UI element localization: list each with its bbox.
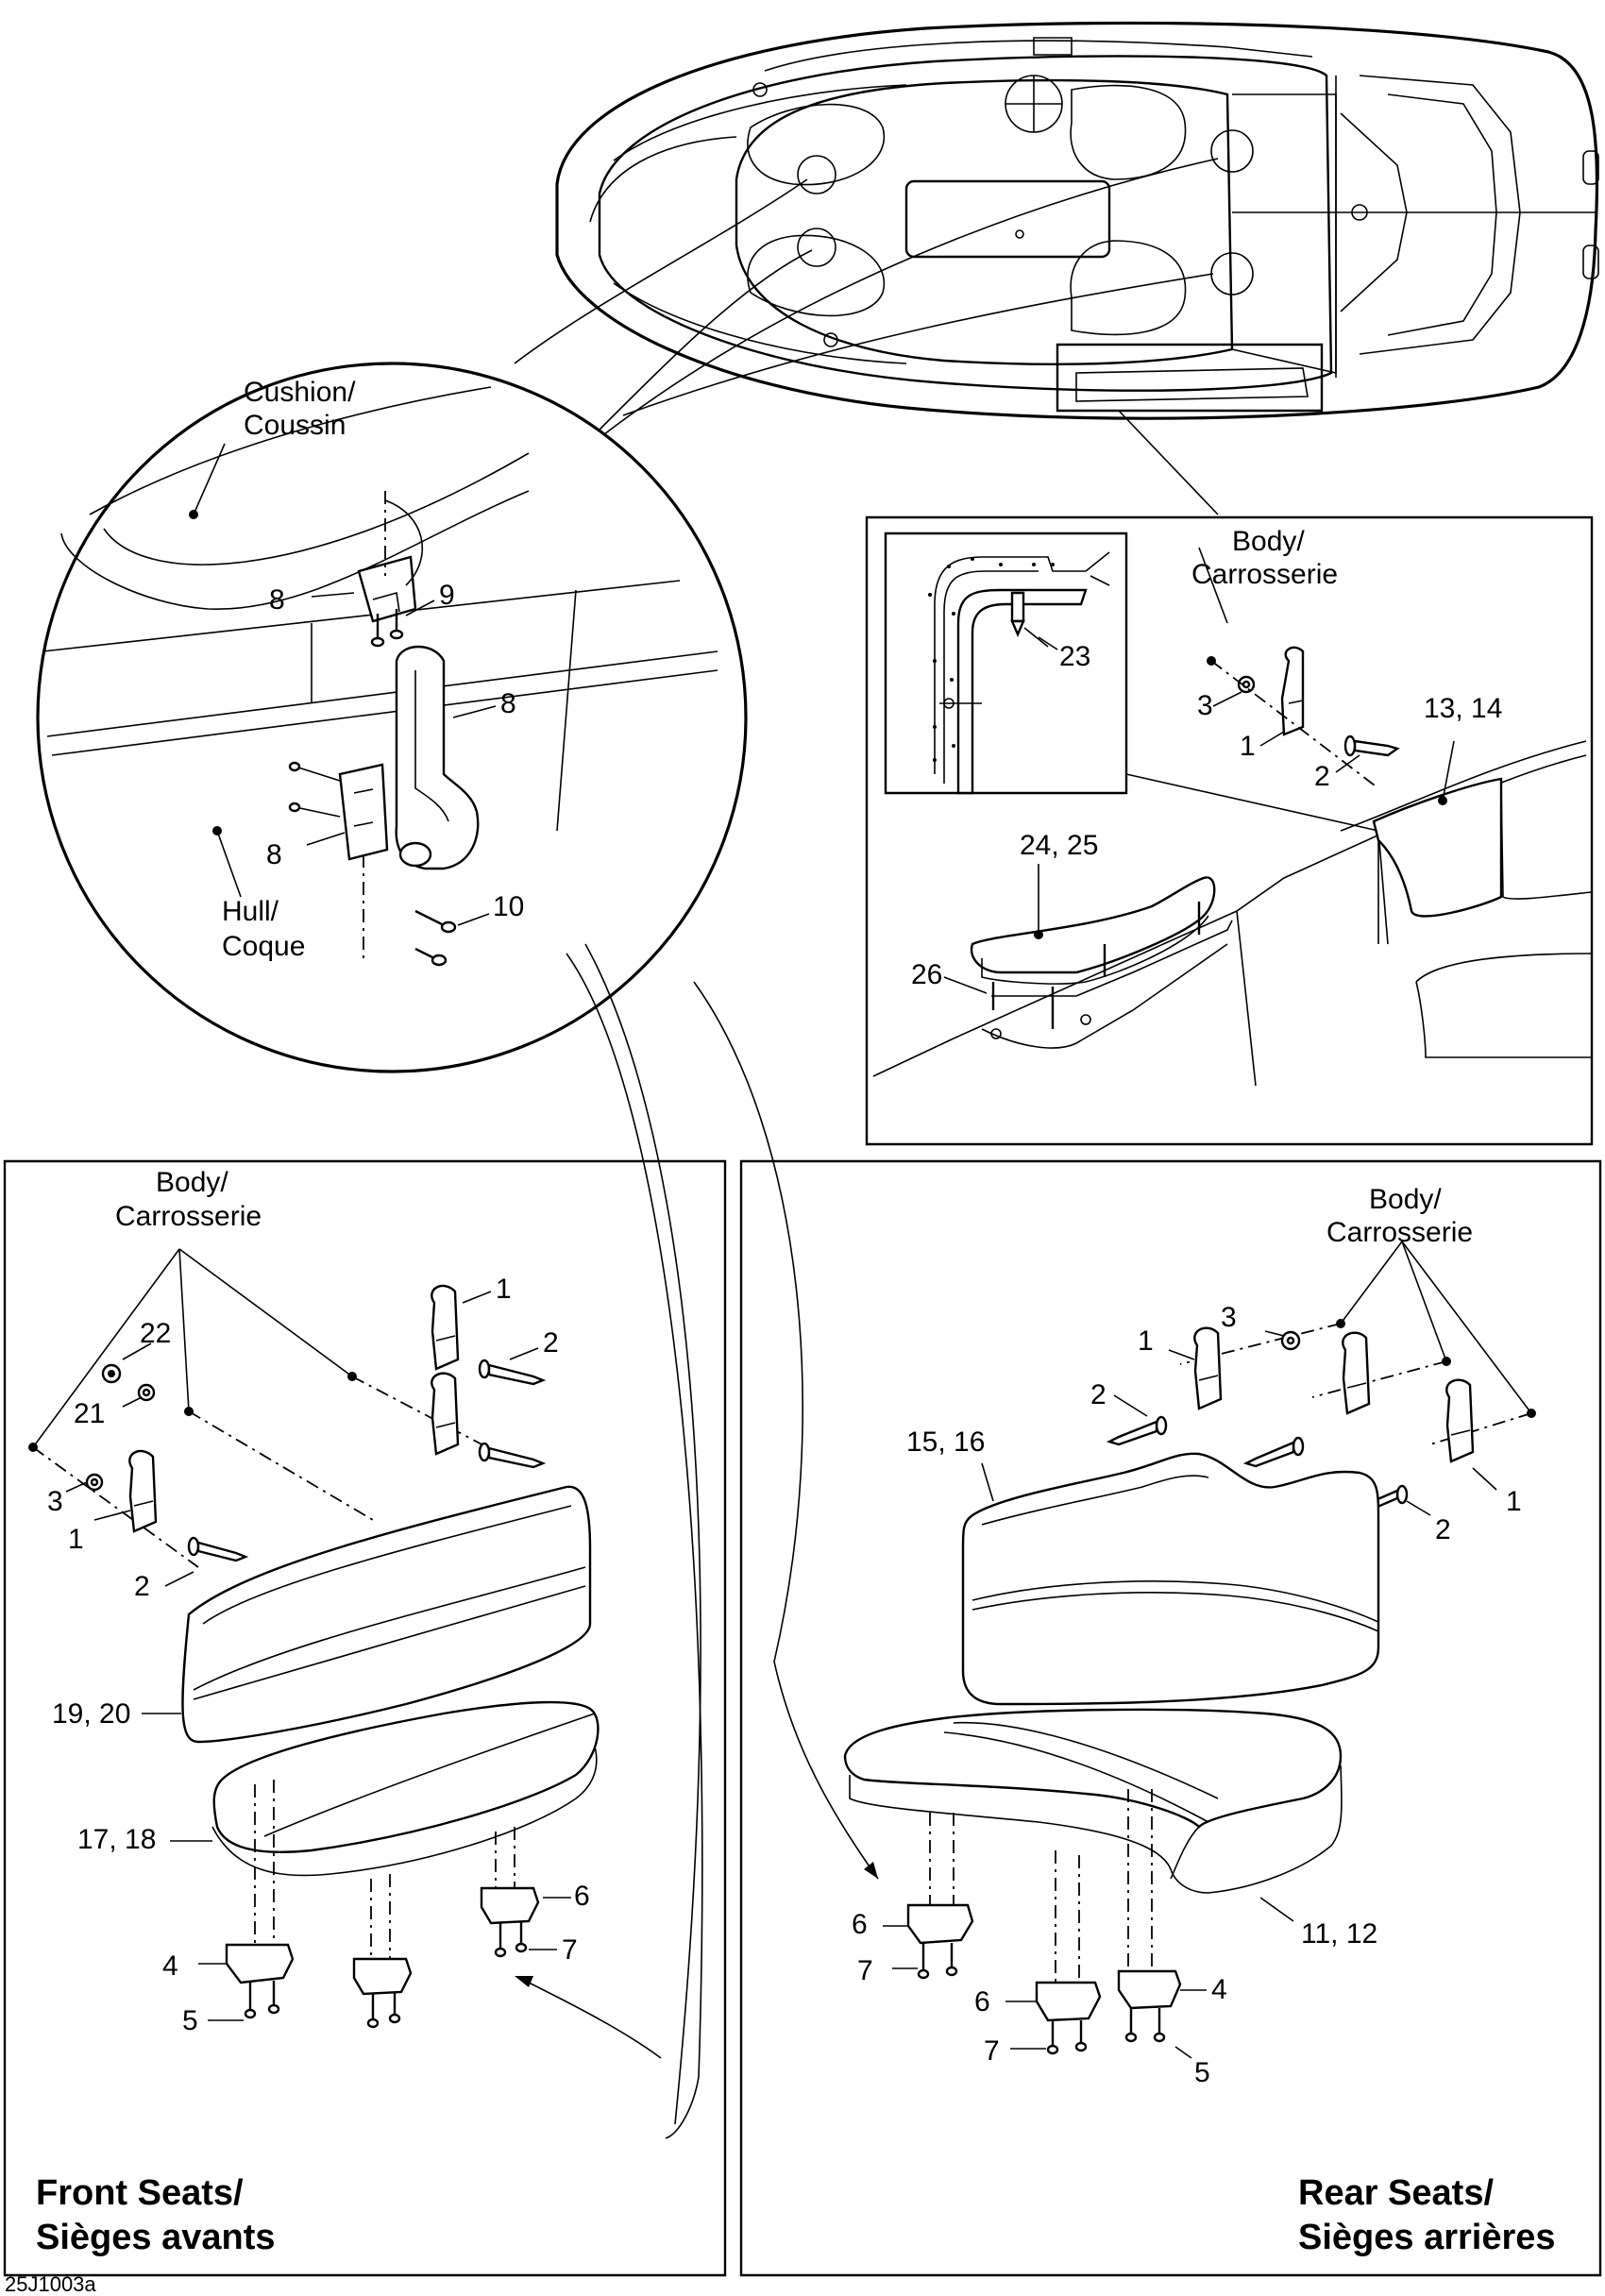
hull-clip-detail-circle <box>38 363 878 2138</box>
callout-24-25: 24, 25 <box>1020 830 1098 861</box>
callout-17-18: 17, 18 <box>77 1824 156 1855</box>
callout-1-rear-left: 1 <box>1138 1325 1154 1357</box>
hull-label: Hull/ Coque <box>222 896 305 962</box>
body-label-armrest: Body/ Carrosserie <box>1191 526 1338 590</box>
front-seats-panel <box>5 1161 725 2275</box>
cushion-label-line1: Cushion/ <box>244 377 356 408</box>
hull-label-line1: Hull/ <box>222 896 279 927</box>
callout-4-front: 4 <box>162 1950 178 1982</box>
callout-9: 9 <box>439 580 455 611</box>
hull-label-line2: Coque <box>222 931 305 962</box>
callout-11-12: 11, 12 <box>1301 1918 1377 1950</box>
callout-22: 22 <box>140 1318 171 1349</box>
armrest-callouts: 23 3 1 2 13, 14 24, 25 26 <box>911 641 1502 990</box>
rear-seats-title-line1: Rear Seats/ <box>1298 2173 1494 2213</box>
body-front-line1: Body/ <box>156 1167 228 1198</box>
cushion-label: Cushion/ Coussin <box>244 377 356 441</box>
callout-2-rear-left: 2 <box>1090 1379 1107 1410</box>
body-label-front: Body/ Carrosserie <box>115 1167 262 1232</box>
drawing-code: 25J1003a <box>5 2272 96 2296</box>
callout-13-14: 13, 14 <box>1424 693 1502 724</box>
front-seats-title-line2: Sièges avants <box>36 2218 275 2257</box>
callout-2-front: 2 <box>134 1571 150 1602</box>
callout-1-rear-right: 1 <box>1506 1486 1522 1517</box>
rear-seats-callouts: 3 1 2 15, 16 1 2 11, 12 6 7 6 4 7 5 <box>852 1302 1522 2088</box>
callout-6-front: 6 <box>574 1881 590 1912</box>
callout-6-rear-left: 6 <box>852 1909 868 1940</box>
callout-10: 10 <box>493 891 524 922</box>
cushion-label-line2: Coussin <box>244 410 346 441</box>
body-label-rear: Body/ Carrosserie <box>1326 1184 1473 1248</box>
callout-7-rear-center: 7 <box>984 2035 1000 2067</box>
callout-2-front-top: 2 <box>543 1327 559 1359</box>
callout-3-front: 3 <box>47 1486 63 1517</box>
callout-15-16: 15, 16 <box>906 1427 985 1458</box>
callout-3-armrest: 3 <box>1197 690 1213 721</box>
body-rear-line1: Body/ <box>1369 1184 1442 1215</box>
callout-1-front-top: 1 <box>496 1274 512 1305</box>
callout-4-rear: 4 <box>1211 1974 1227 2005</box>
body-armrest-line1: Body/ <box>1232 526 1305 557</box>
rear-seats-panel <box>741 1161 1600 2275</box>
callout-26: 26 <box>911 959 942 990</box>
front-seats-title-line1: Front Seats/ <box>36 2173 244 2213</box>
body-rear-line2: Carrosserie <box>1326 1217 1473 1248</box>
callout-2-rear-right: 2 <box>1435 1514 1451 1545</box>
callout-19-20: 19, 20 <box>52 1698 130 1730</box>
callout-1-armrest: 1 <box>1240 731 1256 762</box>
callout-23: 23 <box>1059 641 1090 672</box>
callout-21: 21 <box>74 1398 105 1429</box>
front-seats-title: Front Seats/ Sièges avants <box>36 2173 275 2257</box>
armrest-detail-box <box>867 517 1592 1144</box>
callout-1-front: 1 <box>68 1524 84 1555</box>
rear-seats-title: Rear Seats/ Sièges arrières <box>1298 2173 1556 2257</box>
callout-8-bracket: 8 <box>266 839 282 870</box>
body-armrest-line2: Carrosserie <box>1191 559 1338 590</box>
boat-top-view <box>515 23 1598 515</box>
detail-circle-callouts: 8 9 8 8 10 <box>266 580 524 922</box>
callout-6-rear-center: 6 <box>974 1986 990 2017</box>
body-front-line2: Carrosserie <box>115 1201 262 1232</box>
callout-5-front: 5 <box>182 2005 198 2036</box>
callout-8-lever: 8 <box>500 688 516 719</box>
rear-seats-title-line2: Sièges arrières <box>1298 2218 1556 2257</box>
callout-7-rear-left: 7 <box>857 1955 873 1986</box>
callout-2-armrest: 2 <box>1314 761 1330 792</box>
callout-8-top: 8 <box>269 584 285 616</box>
front-seats-callouts: 1 2 22 21 3 1 2 19, 20 17, 18 6 7 4 5 <box>47 1274 590 2036</box>
callout-7-front: 7 <box>562 1934 578 1966</box>
callout-3-rear: 3 <box>1221 1302 1237 1333</box>
callout-5-rear: 5 <box>1194 2057 1210 2088</box>
